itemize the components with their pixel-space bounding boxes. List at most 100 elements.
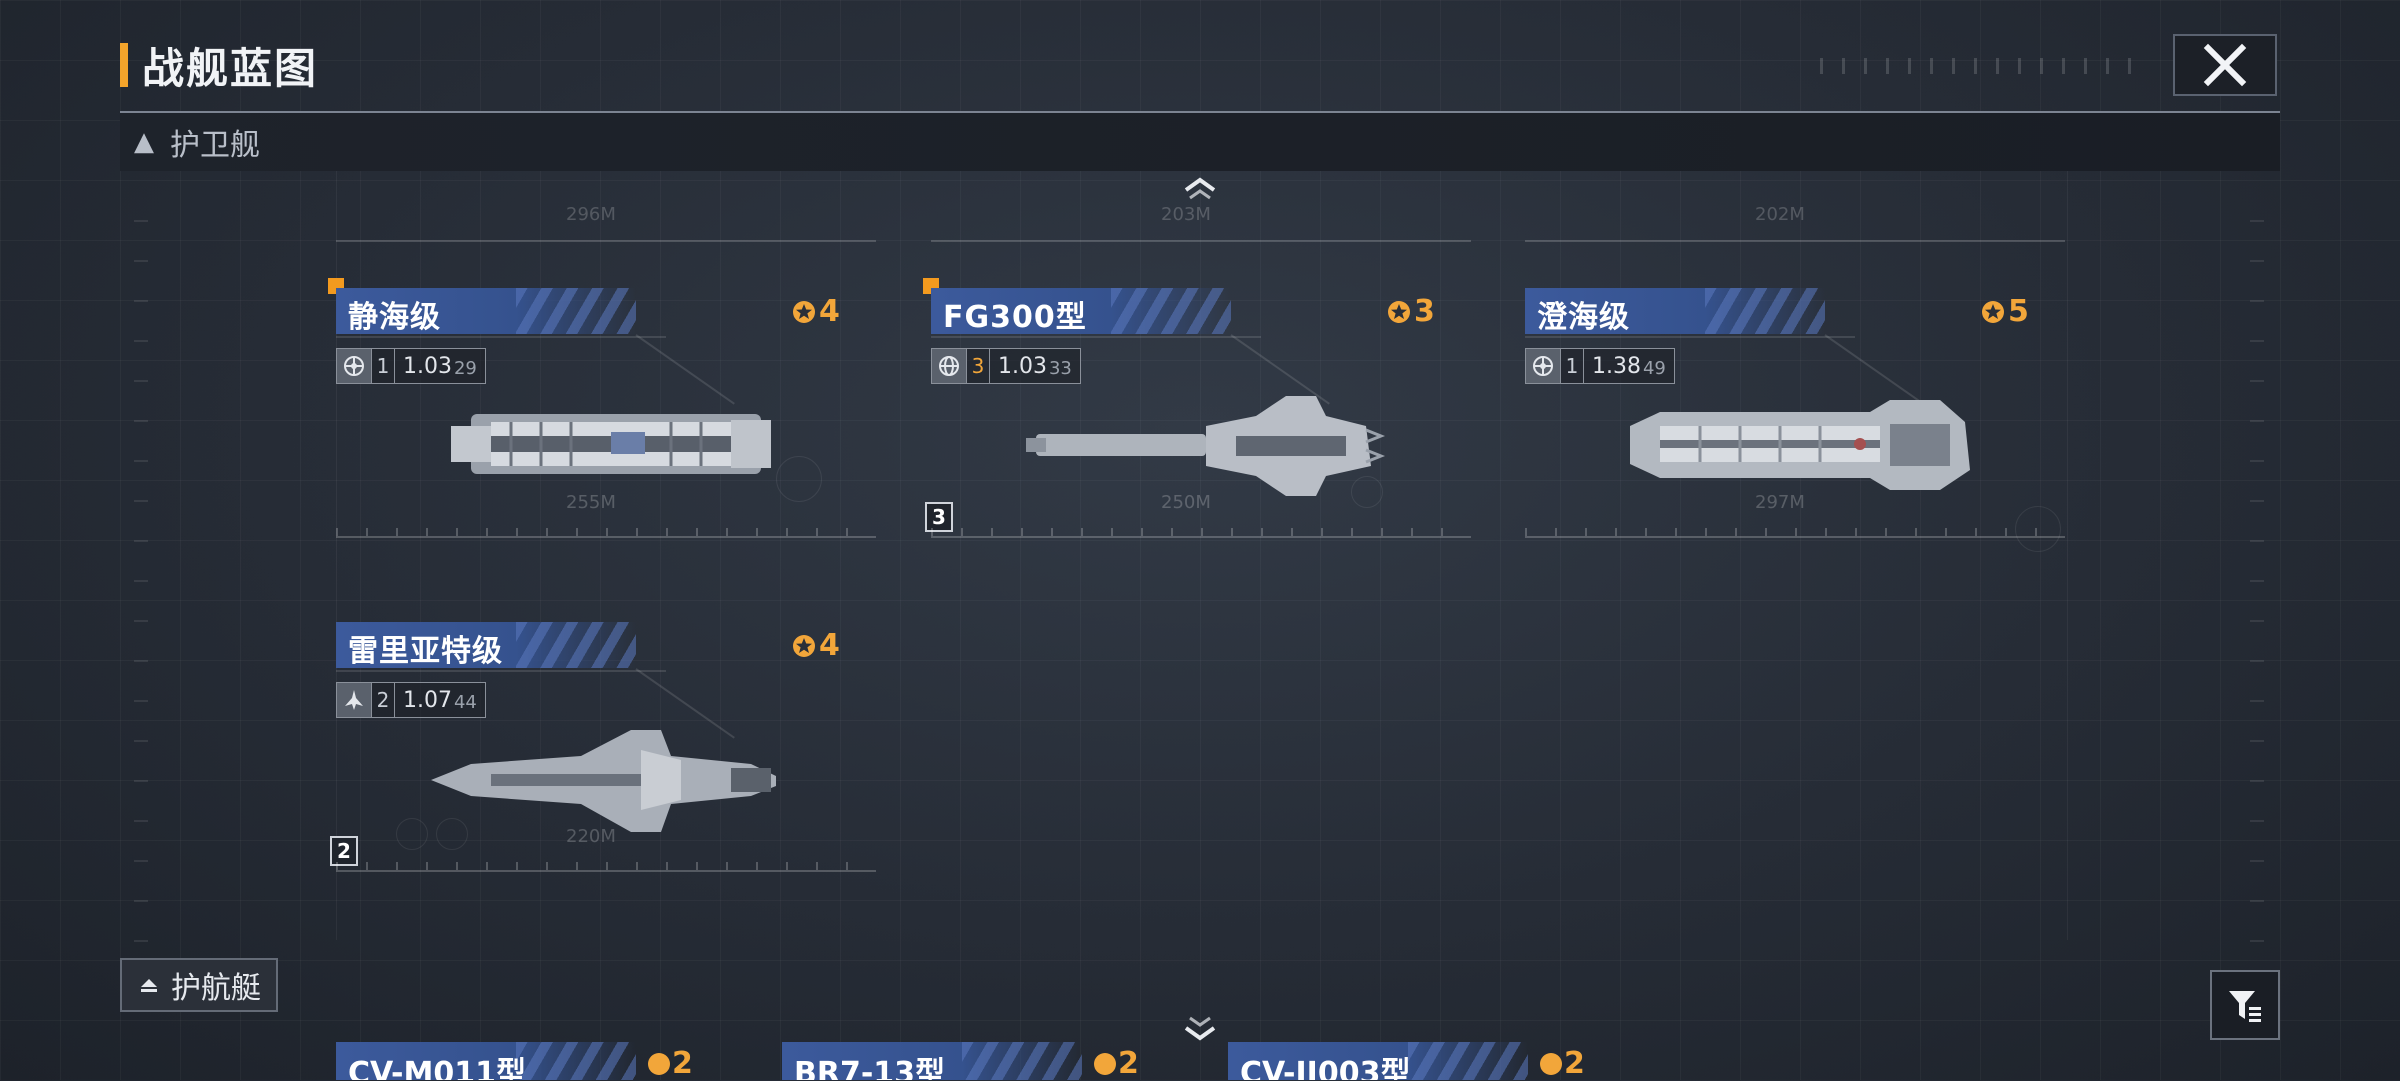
rank-value: 4 <box>819 628 840 663</box>
name-bar-stripes <box>1408 1042 1528 1080</box>
rank-emblem-icon <box>793 300 815 323</box>
ship-name: 雷里亚特级 <box>348 634 503 669</box>
stat-main: 1.03 <box>998 354 1047 379</box>
peek-ship-card-2[interactable]: BR7-13型 <box>782 1042 1082 1080</box>
ruler-left <box>134 220 148 980</box>
label-line <box>1525 336 1855 338</box>
rank-badge: 5 <box>1980 294 2029 329</box>
name-bar-stripes <box>1705 288 1825 334</box>
blueprint-circle <box>1351 476 1383 508</box>
rank-value: 4 <box>819 294 840 329</box>
rank-value: 5 <box>2008 294 2029 329</box>
blueprint-frame <box>336 160 2068 940</box>
level-value: 3 <box>966 349 990 383</box>
rank-badge: 4 <box>791 628 840 663</box>
ship-length: 297M <box>1755 492 1805 513</box>
header-divider <box>120 111 2280 113</box>
category-label: 护卫舰 <box>170 128 260 163</box>
ship-name: 静海级 <box>348 300 441 335</box>
peek-rank-badge-2: 2 <box>1092 1046 1139 1081</box>
name-bar-stripes <box>516 622 636 668</box>
rank-value: 3 <box>1414 294 1435 329</box>
stat-sub: 44 <box>453 692 477 713</box>
globe-icon <box>932 349 966 383</box>
name-bar-stripes <box>1111 288 1231 334</box>
name-bar-stripes <box>516 1042 636 1080</box>
rank-emblem-icon <box>1982 300 2004 323</box>
peek-ship-card-3[interactable]: CV-II003型 <box>1228 1042 1528 1080</box>
stat-main: 1.07 <box>403 688 452 713</box>
rank-emblem-icon <box>1094 1052 1116 1075</box>
level-value: 1 <box>1560 349 1584 383</box>
title-accent-bar <box>120 43 128 87</box>
category-frigate[interactable]: ▲ 护卫舰 <box>120 113 2280 171</box>
stat-sub: 49 <box>1642 358 1666 379</box>
label-line <box>336 336 666 338</box>
expand-icon <box>141 979 157 992</box>
scale-baseline <box>1525 528 2065 538</box>
rank-value: 2 <box>1118 1046 1139 1081</box>
rank-badge: 3 <box>1386 294 1435 329</box>
ship-count: 2 <box>330 836 358 866</box>
ship-image <box>431 730 776 832</box>
stat-main: 1.03 <box>403 354 452 379</box>
rank-value: 2 <box>1564 1046 1585 1081</box>
escort-boat-label: 护航艇 <box>171 971 261 1006</box>
scale-baseline <box>336 528 876 538</box>
ship-image <box>1630 400 1970 490</box>
rank-emblem-icon <box>1388 300 1410 323</box>
ship-length: 255M <box>566 492 616 513</box>
radar-icon <box>1526 349 1560 383</box>
top-row-ghost-3 <box>1525 240 2065 242</box>
close-icon <box>2203 43 2247 87</box>
escort-boat-category-button[interactable]: 护航艇 <box>120 958 278 1012</box>
scroll-down-icon[interactable] <box>1180 1012 1220 1048</box>
level-value: 2 <box>371 683 395 717</box>
radar-icon <box>337 349 371 383</box>
blueprint-circle <box>396 818 428 850</box>
page-title: 战舰蓝图 <box>142 43 319 93</box>
stat-sub: 29 <box>453 358 477 379</box>
blueprint-circle <box>436 818 468 850</box>
header-tick-decoration <box>1820 58 2150 74</box>
top-row-ghost-2 <box>931 240 1471 242</box>
ship-name: CV-M011型 <box>348 1056 526 1080</box>
peek-rank-badge-3: 2 <box>1538 1046 1585 1081</box>
label-line <box>336 670 666 672</box>
name-bar-stripes <box>962 1042 1082 1080</box>
rank-value: 2 <box>672 1046 693 1081</box>
ship-name: CV-II003型 <box>1240 1056 1411 1080</box>
label-line <box>931 336 1261 338</box>
collapse-arrow-icon: ▲ <box>134 127 154 157</box>
filter-button[interactable] <box>2210 970 2280 1040</box>
ship-name: BR7-13型 <box>794 1056 946 1080</box>
top-length-1: 296M <box>566 204 616 225</box>
top-row-ghost-1 <box>336 240 876 242</box>
peek-rank-badge-1: 2 <box>646 1046 693 1081</box>
rank-emblem-icon <box>793 634 815 657</box>
ship-name: FG300型 <box>943 300 1087 335</box>
scale-baseline <box>931 528 1471 538</box>
scale-baseline <box>336 862 876 872</box>
blueprint-circle <box>776 456 822 502</box>
title-area: 战舰蓝图 <box>120 40 318 93</box>
blueprint-circle <box>2015 506 2061 552</box>
top-length-2: 203M <box>1161 204 1211 225</box>
ship-image <box>451 414 771 474</box>
scroll-up-icon[interactable] <box>1180 174 1220 202</box>
close-button[interactable] <box>2173 34 2277 96</box>
rank-badge: 4 <box>791 294 840 329</box>
peek-ship-card-1[interactable]: CV-M011型 <box>336 1042 636 1080</box>
fighter-icon <box>337 683 371 717</box>
name-bar-stripes <box>516 288 636 334</box>
